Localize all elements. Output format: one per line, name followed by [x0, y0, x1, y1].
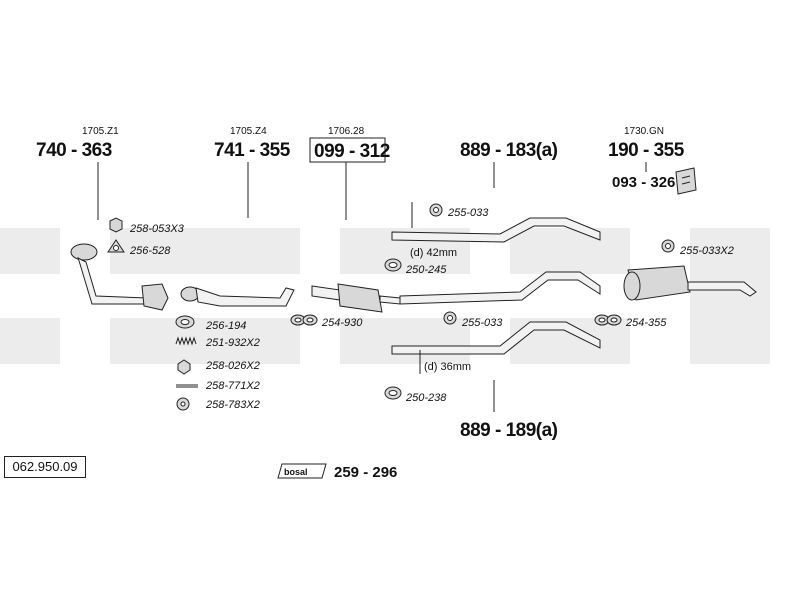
- mounting-kit-part-number: 259 - 296: [334, 464, 397, 481]
- fitting-label: 255-033X2: [679, 245, 734, 257]
- gasket-icon: [107, 239, 125, 253]
- rear-silencer-drawing: [623, 265, 757, 301]
- fitting-label: 254-355: [625, 317, 667, 329]
- fitting-label: 250-245: [405, 264, 447, 276]
- clamp-icon: [384, 386, 402, 400]
- catalytic-converter-part-box: [309, 137, 386, 163]
- fitting-label: 258-053X3: [129, 223, 185, 235]
- centre-pipe-drawing: [399, 271, 601, 305]
- nut-icon: [177, 359, 191, 375]
- rubber-hanger-icon: [429, 203, 443, 217]
- catalytic-converter-drawing: [311, 283, 401, 313]
- fitting-label: 256-528: [129, 245, 171, 257]
- fitting-label: 255-033: [447, 207, 489, 219]
- middle-pipe-a-drawing: [391, 202, 601, 243]
- intermediate-pipe-drawing: [180, 286, 295, 307]
- washer-icon: [176, 397, 190, 411]
- fitting-label: 251-932X2: [205, 337, 260, 349]
- bosal-logo-text: bosal: [284, 467, 308, 477]
- pipe-a-diameter: (d) 42mm: [410, 247, 457, 259]
- rear-silencer-part-number: 190 - 355: [608, 140, 685, 161]
- catalytic-converter-part-number: 099 - 312: [314, 141, 390, 162]
- middle-pipe-b-part-number: 889 - 189(a): [460, 420, 558, 441]
- rubber-hanger-icon: [443, 311, 457, 325]
- middle-pipe-b-drawing: [391, 321, 601, 374]
- fitting-label: 256-194: [205, 320, 246, 332]
- fitting-label: 250-238: [405, 392, 447, 404]
- middle-pipe-a-part-number: 889 - 183(a): [460, 140, 558, 161]
- fitting-label: 255-033: [461, 317, 503, 329]
- bolt-icon: [176, 384, 198, 388]
- rear-silencer-ref: 1730.GN: [624, 126, 664, 137]
- nut-icon: [109, 217, 123, 233]
- rubber-hanger-icon: [661, 239, 675, 253]
- front-pipe-drawing: [70, 243, 169, 311]
- front-pipe-part-number: 740 - 363: [36, 140, 112, 161]
- clamp-icon: [290, 314, 318, 326]
- bosal-watermark: [0, 228, 770, 364]
- pipe-b-diameter: (d) 36mm: [424, 361, 471, 373]
- bosal-logo: bosal: [277, 463, 327, 479]
- fitting-label: 258-783X2: [205, 399, 260, 411]
- heat-shield-part-number: 093 - 326: [612, 174, 675, 191]
- intermediate-pipe-ref: 1705.Z4: [230, 126, 267, 137]
- intermediate-pipe-part-number: 741 - 355: [214, 140, 291, 161]
- clamp-icon: [384, 258, 402, 272]
- fitting-label: 258-026X2: [205, 360, 260, 372]
- fitting-label: 258-771X2: [205, 380, 260, 392]
- catalog-number: 062.950.09: [4, 456, 86, 478]
- heat-shield-drawing: [675, 167, 697, 195]
- fitting-label: 254-930: [321, 317, 363, 329]
- clamp-icon: [594, 314, 622, 326]
- spring-icon: [175, 336, 197, 346]
- front-pipe-ref: 1705.Z1: [82, 126, 119, 137]
- catalytic-converter-ref: 1706.28: [328, 126, 365, 137]
- ring-gasket-icon: [175, 315, 195, 329]
